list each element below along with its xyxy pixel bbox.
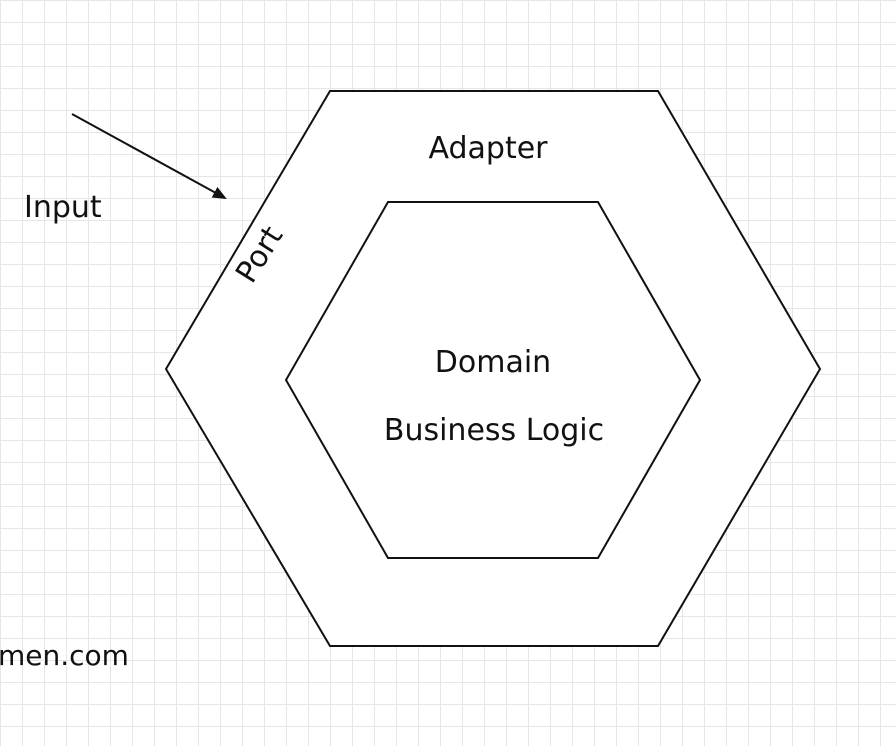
business-logic-label: Business Logic bbox=[384, 413, 604, 448]
watermark-text: men.com bbox=[0, 639, 129, 672]
adapter-label: Adapter bbox=[428, 131, 548, 166]
domain-label: Domain bbox=[435, 345, 551, 380]
domain-hexagon bbox=[284, 201, 702, 559]
input-arrow bbox=[71, 113, 227, 199]
input-label: Input bbox=[24, 190, 102, 225]
